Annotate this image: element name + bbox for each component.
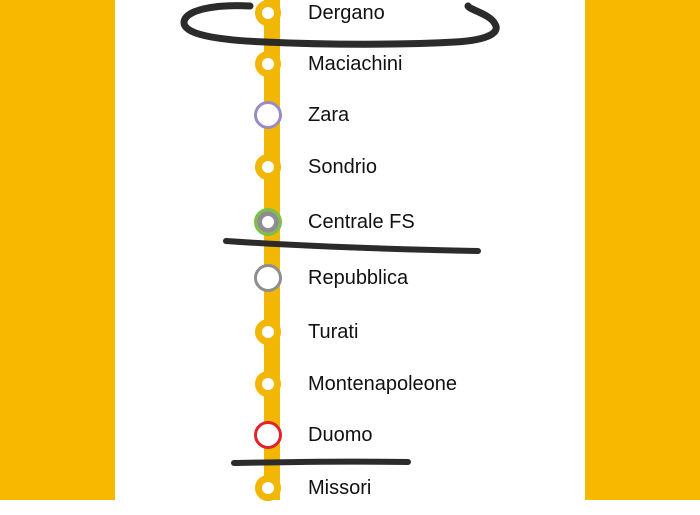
station-label: Montenapoleone: [308, 373, 458, 395]
interchange-marker-icon: [254, 101, 282, 129]
station-label: Duomo: [308, 424, 373, 446]
station-label: Missori: [308, 477, 372, 499]
station-marker-icon: [255, 475, 281, 501]
station-label: Dergano: [308, 2, 385, 24]
station-repubblica[interactable]: Repubblica: [250, 261, 580, 305]
station-marker-icon: [255, 0, 281, 26]
station-missori[interactable]: Missori: [250, 471, 580, 515]
interchange-marker-icon: [254, 208, 282, 236]
right-yellow-band: [585, 0, 700, 500]
station-turati[interactable]: Turati: [250, 315, 580, 359]
station-label: Maciachini: [308, 53, 403, 75]
station-label: Sondrio: [308, 156, 377, 178]
station-label: Repubblica: [308, 267, 409, 289]
station-marker-icon: [255, 371, 281, 397]
station-maciachini[interactable]: Maciachini: [250, 47, 580, 91]
station-label: Centrale FS: [308, 211, 415, 233]
inner-ring-icon: [257, 211, 279, 233]
station-duomo[interactable]: Duomo: [250, 418, 580, 462]
station-zara[interactable]: Zara: [250, 98, 580, 142]
station-marker-icon: [255, 51, 281, 77]
station-dergano[interactable]: Dergano: [250, 0, 580, 40]
station-marker-icon: [255, 319, 281, 345]
station-list: Dergano Maciachini Zara Sondrio Centrale…: [250, 0, 580, 501]
station-montenapoleone[interactable]: Montenapoleone: [250, 367, 580, 411]
station-sondrio[interactable]: Sondrio: [250, 150, 580, 194]
station-marker-icon: [255, 154, 281, 180]
interchange-marker-icon: [254, 421, 282, 449]
interchange-marker-icon: [254, 264, 282, 292]
station-centrale-fs[interactable]: Centrale FS: [250, 205, 580, 249]
station-label: Turati: [308, 321, 359, 343]
station-label: Zara: [308, 104, 350, 126]
left-yellow-band: [0, 0, 115, 500]
